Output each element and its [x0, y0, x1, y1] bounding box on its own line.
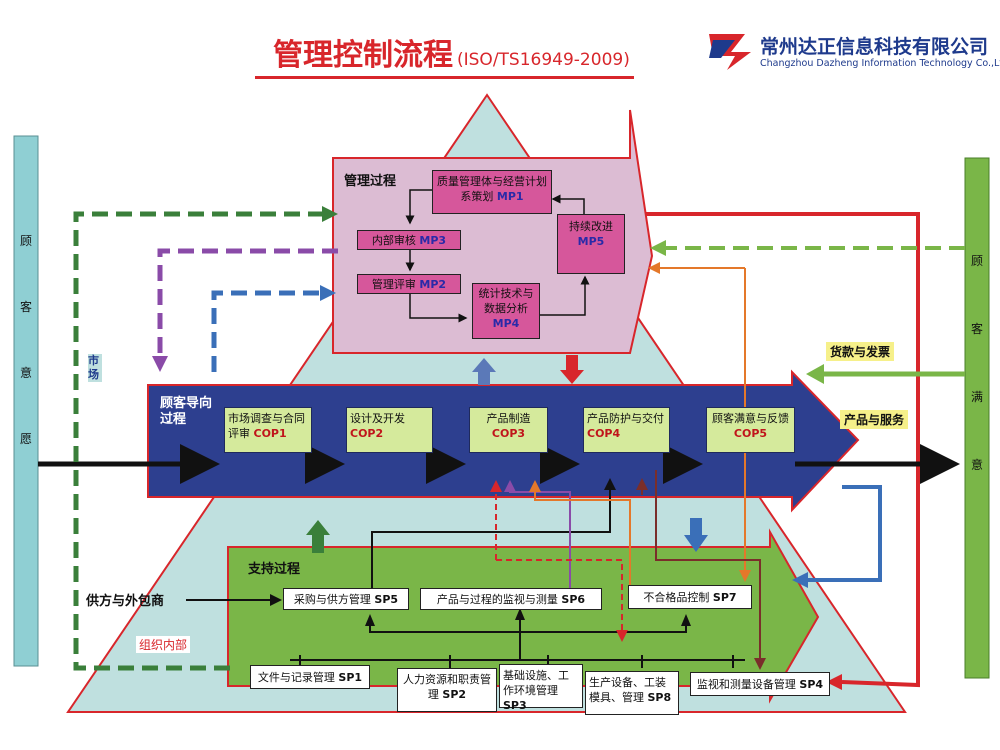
sp5-box[interactable]: 采购与供方管理 SP5	[283, 588, 409, 610]
mp2-code: MP2	[419, 278, 447, 291]
page-title: 管理控制流程(ISO/TS16949-2009)	[255, 30, 634, 79]
product-service-label: 产品与服务	[840, 410, 909, 429]
left-column-char: 意	[19, 366, 32, 380]
payment-label: 货款与发票	[826, 342, 895, 361]
sp6-box[interactable]: 产品与过程的监视与测量 SP6	[420, 588, 602, 610]
title-standard: (ISO/TS16949-2009)	[457, 50, 630, 70]
left-column-char: 客	[19, 300, 32, 314]
sp4-code: SP4	[799, 678, 824, 691]
mp2-box[interactable]: 管理评审 MP2	[357, 274, 461, 294]
cop4-box[interactable]: 产品防护与交付 COP4	[583, 407, 670, 453]
cop3-box[interactable]: 产品制造 COP3	[469, 407, 548, 453]
sp6-code: SP6	[561, 593, 586, 606]
sp3-box[interactable]: 基础设施、工作环境管理 SP3	[499, 664, 583, 712]
sp4-box[interactable]: 监视和测量设备管理 SP4	[690, 672, 830, 696]
left-column-char: 愿	[19, 432, 32, 446]
mp5-text: 持续改进	[569, 220, 613, 233]
left-column-char: 顾	[19, 234, 32, 248]
cop1-text: 市场调查与合同评审	[228, 412, 305, 440]
sp1-text: 文件与记录管理	[257, 671, 335, 684]
cop1-box[interactable]: 市场调查与合同评审 COP1	[224, 407, 312, 453]
mp5-box[interactable]: 持续改进 MP5	[557, 214, 625, 274]
right-column-char: 意	[970, 458, 983, 472]
mp4-code: MP4	[492, 317, 520, 330]
cop3-code: COP3	[491, 427, 526, 440]
cop2-text: 设计及开发	[350, 412, 405, 425]
sp6-text: 产品与过程的监视与测量	[436, 593, 558, 606]
sp1-box[interactable]: 文件与记录管理 SP1	[250, 665, 370, 689]
company-name-en: Changzhou Dazheng Information Technology…	[760, 58, 1000, 69]
mp3-text: 内部审核	[371, 234, 416, 247]
org-internal-label: 组织内部	[136, 636, 191, 653]
cop4-code: COP4	[587, 427, 621, 440]
sp5-text: 采购与供方管理	[293, 593, 371, 606]
sp5-code: SP5	[374, 593, 399, 606]
sp7-text: 不合格品控制	[643, 591, 710, 604]
feedback-loop-red	[632, 212, 920, 688]
cop5-code: COP5	[733, 427, 768, 440]
support-heading: 支持过程	[248, 562, 301, 577]
right-column-char: 满	[970, 390, 983, 404]
sp7-code: SP7	[712, 591, 737, 604]
mp4-text: 统计技术与数据分析	[478, 287, 534, 315]
mp1-code: MP1	[496, 190, 524, 203]
sp3-text: 基础设施、工作环境管理	[503, 669, 569, 697]
sp4-text: 监视和测量设备管理	[696, 678, 796, 691]
sp8-text: 生产设备、工装模具、管理	[589, 676, 666, 704]
cop5-text: 顾客满意与反馈	[712, 412, 789, 425]
cop2-code: COP2	[350, 427, 384, 440]
cop5-box[interactable]: 顾客满意与反馈 COP5	[706, 407, 795, 453]
cop2-box[interactable]: 设计及开发 COP2	[346, 407, 433, 453]
mp1-box[interactable]: 质量管理体与经营计划系策划 MP1	[432, 170, 552, 214]
sp1-code: SP1	[338, 671, 363, 684]
customer-heading: 顾客导向过程	[160, 396, 213, 427]
mp2-text: 管理评审	[371, 278, 416, 291]
sp3-code: SP3	[503, 699, 527, 712]
mp3-code: MP3	[419, 234, 447, 247]
mp3-box[interactable]: 内部审核 MP3	[357, 230, 461, 250]
sp2-box[interactable]: 人力资源和职责管理 SP2	[397, 668, 497, 712]
right-column-char: 顾	[970, 254, 983, 268]
title-text: 管理控制流程	[273, 38, 453, 73]
company-logo-icon	[709, 34, 751, 70]
mp4-box[interactable]: 统计技术与数据分析 MP4	[472, 283, 540, 339]
right-column-char: 客	[970, 322, 983, 336]
mp1-text: 质量管理体与经营计划系策划	[437, 175, 547, 203]
sp2-text: 人力资源和职责管理	[403, 673, 491, 701]
cop4-text: 产品防护与交付	[587, 412, 664, 425]
mp5-code: MP5	[577, 235, 605, 248]
market-label: 市场	[88, 354, 102, 382]
sp8-code: SP8	[647, 691, 672, 704]
customer-satisfaction-column	[964, 157, 990, 679]
customer-wish-column	[13, 135, 39, 667]
sp7-box[interactable]: 不合格品控制 SP7	[628, 585, 752, 609]
company-name-cn: 常州达正信息科技有限公司	[760, 36, 989, 58]
sp8-box[interactable]: 生产设备、工装模具、管理 SP8	[585, 671, 679, 715]
supplier-label: 供方与外包商	[86, 594, 165, 609]
sp2-code: SP2	[442, 688, 467, 701]
cop3-text: 产品制造	[486, 412, 531, 425]
management-heading: 管理过程	[344, 174, 397, 189]
cop1-code: COP1	[253, 427, 287, 440]
